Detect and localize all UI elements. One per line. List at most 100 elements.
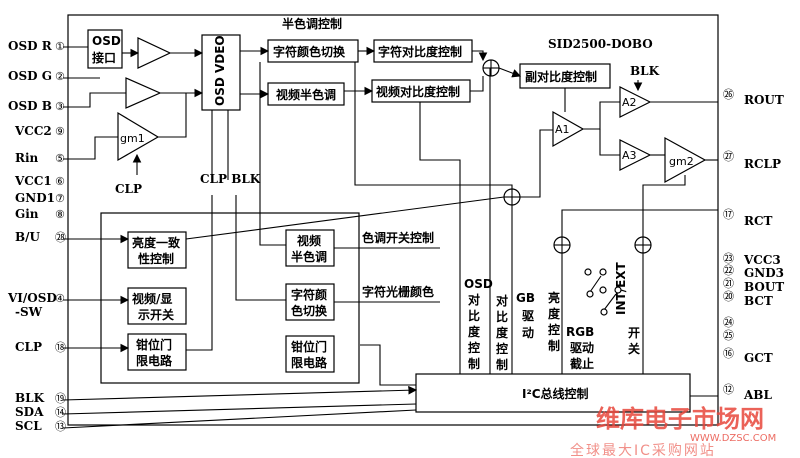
- svg-text:制: 制: [548, 338, 560, 353]
- svg-text:㉓: ㉓: [723, 252, 734, 265]
- svg-text:VI/OSD: VI/OSD: [7, 291, 57, 305]
- char-color-switch-inner-label-2: 色切换: [291, 303, 328, 318]
- brightness-control-label: 亮 度 控 制: [548, 290, 561, 353]
- char-contrast-label: 字符对比度控制: [378, 44, 462, 59]
- right-pin-vcc3: ㉓ VCC3: [723, 252, 781, 267]
- left-pin-osd-b: OSD B ③: [8, 99, 65, 113]
- svg-text:控: 控: [496, 341, 508, 356]
- svg-text:㉔: ㉔: [723, 316, 734, 329]
- svg-text:GCT: GCT: [744, 351, 773, 365]
- gb-drive-label: GB 驱 动: [516, 291, 535, 340]
- svg-text:CLP: CLP: [15, 340, 42, 354]
- video-contrast-label: 视频对比度控制: [376, 84, 460, 99]
- svg-text:VCC3: VCC3: [743, 253, 781, 267]
- svg-text:驱: 驱: [522, 309, 534, 323]
- clamp-limit-left-block: [127, 333, 187, 371]
- svg-text:⑯: ⑯: [723, 347, 734, 360]
- right-pin-rct: ⑰ RCT: [723, 208, 773, 228]
- left-pin-gin: Gin ⑧: [15, 207, 65, 221]
- svg-text:GB: GB: [516, 291, 535, 305]
- svg-text:截止: 截止: [570, 356, 594, 371]
- video-display-switch-block: [127, 287, 187, 325]
- svg-text:制: 制: [496, 357, 508, 372]
- rgb-drive-switch: [584, 268, 607, 298]
- svg-text:Rin: Rin: [15, 151, 39, 165]
- svg-text:VCC1: VCC1: [14, 174, 52, 188]
- sub-contrast-label: 副对比度控制: [525, 69, 597, 84]
- clp-label-gm1: CLP: [115, 182, 142, 196]
- right-pin-bct: ⑳ BCT: [723, 290, 773, 308]
- svg-text:RCLP: RCLP: [744, 157, 781, 171]
- gm2-amp: [664, 136, 707, 184]
- left-pin-scl: SCL ⑬: [15, 419, 66, 433]
- svg-text:B/U: B/U: [15, 230, 41, 244]
- osd-interface-block: [87, 29, 123, 69]
- watermark: 维库电子市场网 WWW.DZSC.COM 全球最大IC采购网站: [570, 405, 776, 458]
- svg-text:④: ④: [55, 292, 65, 305]
- svg-text:㉗: ㉗: [723, 150, 734, 163]
- svg-text:度: 度: [496, 325, 509, 340]
- svg-text:㉑: ㉑: [723, 277, 734, 290]
- video-halftone-inner-block: [285, 229, 335, 267]
- char-color-switch-inner-label-1: 字符颜: [291, 287, 327, 302]
- osd-contrast-control-label: OSD 对 比 度 控 制: [464, 277, 493, 371]
- osd-interface-label-2: 接口: [92, 50, 116, 65]
- svg-text:ROUT: ROUT: [744, 93, 784, 107]
- sub-contrast-block: [519, 63, 611, 89]
- a1-label: A1: [555, 123, 570, 136]
- i2c-bus-label: I²C总线控制: [522, 386, 589, 401]
- svg-text:关: 关: [628, 341, 640, 356]
- svg-text:⑬: ⑬: [55, 420, 66, 433]
- left-pin-vi-osd-sw: VI/OSD -SW ④: [7, 291, 65, 319]
- svg-text:动: 动: [522, 326, 534, 340]
- right-pin-24: ㉔: [723, 316, 734, 329]
- svg-text:⑦: ⑦: [55, 192, 65, 205]
- brightness-uniform-block: [127, 231, 187, 269]
- osd-interface-label-1: OSD: [92, 34, 121, 48]
- watermark-url: WWW.DZSC.COM: [690, 433, 776, 444]
- left-pin-b-u: B/U ㉘: [15, 230, 66, 244]
- svg-text:Gin: Gin: [15, 207, 39, 221]
- svg-text:⑤: ⑤: [55, 152, 65, 165]
- clamp-limit-right-block: [285, 335, 335, 373]
- svg-text:①: ①: [55, 40, 65, 53]
- svg-text:VCC2: VCC2: [14, 124, 52, 138]
- osd-video-label: OSD VDEO: [213, 35, 227, 106]
- svg-text:⑫: ⑫: [723, 383, 734, 396]
- svg-text:BLK: BLK: [15, 391, 45, 405]
- video-halftone-inner-label-2: 半色调: [291, 249, 327, 264]
- char-raster-color-label: 字符光栅颜色: [362, 284, 434, 299]
- char-color-switch-label: 字符颜色切换: [273, 44, 346, 59]
- svg-text:OSD: OSD: [464, 277, 493, 291]
- svg-text:BOUT: BOUT: [744, 280, 784, 294]
- svg-text:SCL: SCL: [15, 419, 42, 433]
- svg-text:度: 度: [468, 324, 481, 339]
- switch-label: 开 关: [628, 326, 640, 356]
- svg-text:②: ②: [55, 70, 65, 83]
- svg-text:⑱: ⑱: [55, 341, 66, 354]
- video-display-switch-label-1: 视频/显: [132, 291, 172, 306]
- svg-text:⑧: ⑧: [55, 208, 65, 221]
- clamp-limit-left-label-1: 钳位门: [136, 337, 172, 352]
- svg-text:⑰: ⑰: [723, 208, 734, 221]
- left-pin-vcc2: VCC2 ⑨: [14, 124, 65, 138]
- svg-text:RCT: RCT: [744, 214, 773, 228]
- svg-text:⑲: ⑲: [55, 392, 66, 405]
- svg-text:度: 度: [548, 306, 561, 321]
- gm2-label: gm2: [669, 155, 694, 168]
- clamp-limit-right-label-2: 限电路: [291, 355, 328, 370]
- right-pin-rout: ㉖ ROUT: [723, 88, 784, 107]
- svg-text:⑳: ⑳: [723, 290, 734, 303]
- a2-label: A2: [622, 96, 637, 109]
- right-pin-bout: ㉑ BOUT: [723, 277, 784, 294]
- clp-blk-label: CLP BLK: [200, 172, 261, 186]
- brightness-uniform-label-1: 亮度一致: [132, 235, 181, 250]
- clamp-limit-left-label-2: 限电路: [136, 353, 173, 368]
- left-pin-clp: CLP ⑱: [15, 340, 66, 354]
- left-pin-blk: BLK ⑲: [15, 391, 66, 405]
- video-display-switch-label-2: 示开关: [137, 307, 174, 322]
- char-color-switch-inner-block: [285, 283, 335, 321]
- a1-amp: [552, 110, 585, 148]
- svg-text:GND3: GND3: [744, 266, 784, 280]
